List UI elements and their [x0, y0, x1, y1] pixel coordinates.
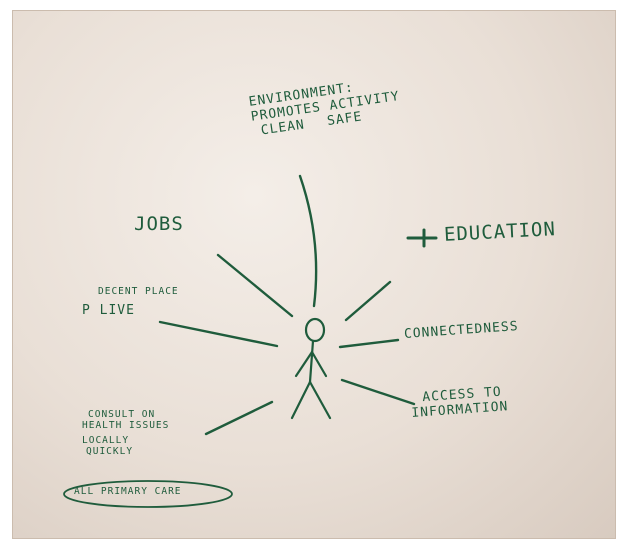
health-line-3: LOCALLY: [82, 434, 130, 446]
label-jobs: JOBS: [134, 213, 184, 235]
spoke-decent-place: [158, 320, 279, 348]
spoke-connectedness: [338, 338, 400, 349]
paper-sheet: [12, 10, 616, 539]
figure-body: [308, 339, 315, 384]
decent-place-to: P: [82, 302, 100, 318]
spoke-access: [340, 378, 416, 406]
figure-arm-right: [310, 350, 328, 378]
spoke-environment: [298, 174, 318, 308]
decent-place-line-1: DECENT PLACE: [98, 286, 179, 297]
spoke-health: [204, 400, 274, 436]
label-health: CONSULT ON HEALTH ISSUES LOCALLY QUICKLY: [82, 409, 170, 458]
figure-leg-right: [308, 380, 332, 420]
decent-place-live: LIVE: [99, 302, 135, 318]
spoke-jobs: [216, 253, 294, 318]
label-decent-place: DECENT PLACE P LIVE: [82, 286, 179, 319]
figure-leg-left: [290, 380, 312, 420]
figure-arm-left: [294, 350, 314, 378]
decent-place-line-2: P LIVE: [82, 302, 179, 319]
health-line-4: QUICKLY: [86, 445, 134, 457]
health-line-1: CONSULT ON: [88, 409, 156, 420]
spoke-education: [344, 280, 392, 322]
health-line-2: HEALTH ISSUES: [82, 419, 170, 431]
primary-care-oval: [63, 480, 233, 508]
figure-head: [304, 317, 326, 343]
label-primary-care: ALL PRIMARY CARE: [74, 486, 182, 497]
